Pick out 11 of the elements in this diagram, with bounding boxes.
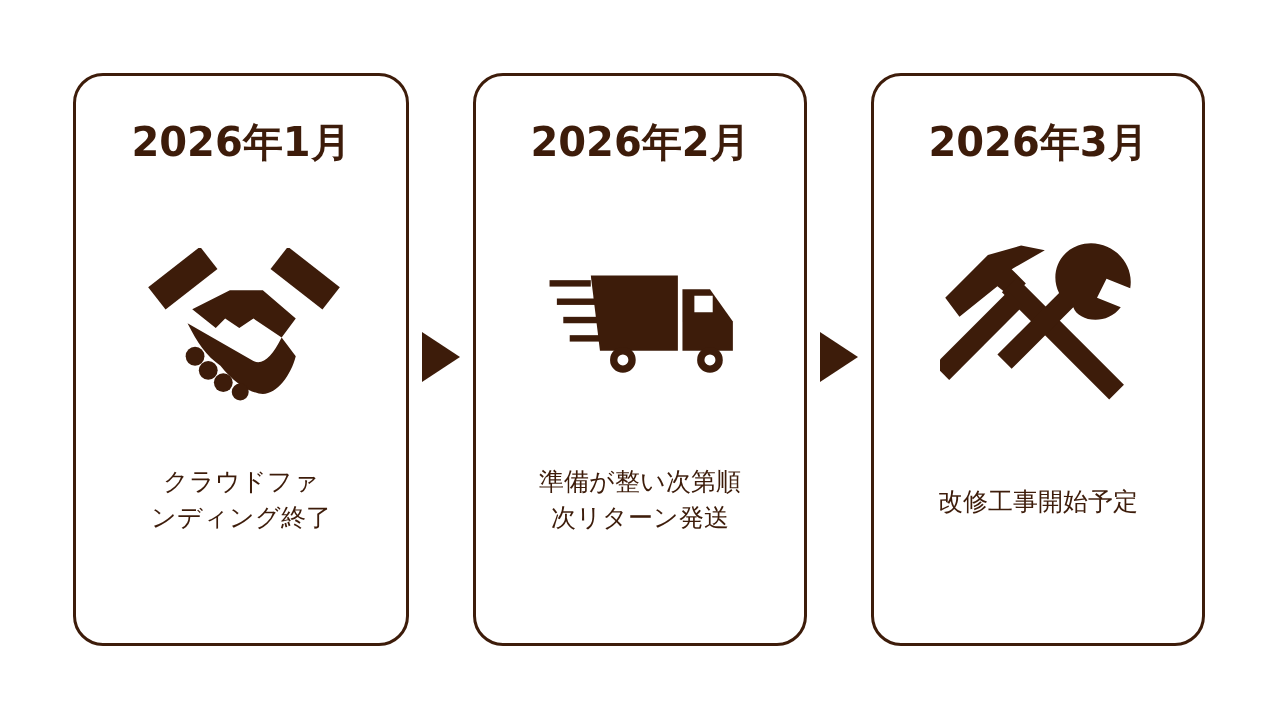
step-card	[473, 73, 807, 646]
date-heading: 2026年2月	[530, 118, 750, 166]
step-description: 改修工事開始予定	[937, 486, 1139, 518]
step-card	[73, 73, 409, 646]
step-card	[871, 73, 1205, 646]
date-heading: 2026年3月	[928, 118, 1148, 166]
date-heading: 2026年1月	[131, 118, 351, 166]
arrow	[820, 332, 858, 382]
step-description: クラウドファンディング終了	[150, 466, 332, 535]
arrow	[422, 332, 460, 382]
step-description: 準備が整い次第順次リターン発送	[538, 466, 742, 535]
